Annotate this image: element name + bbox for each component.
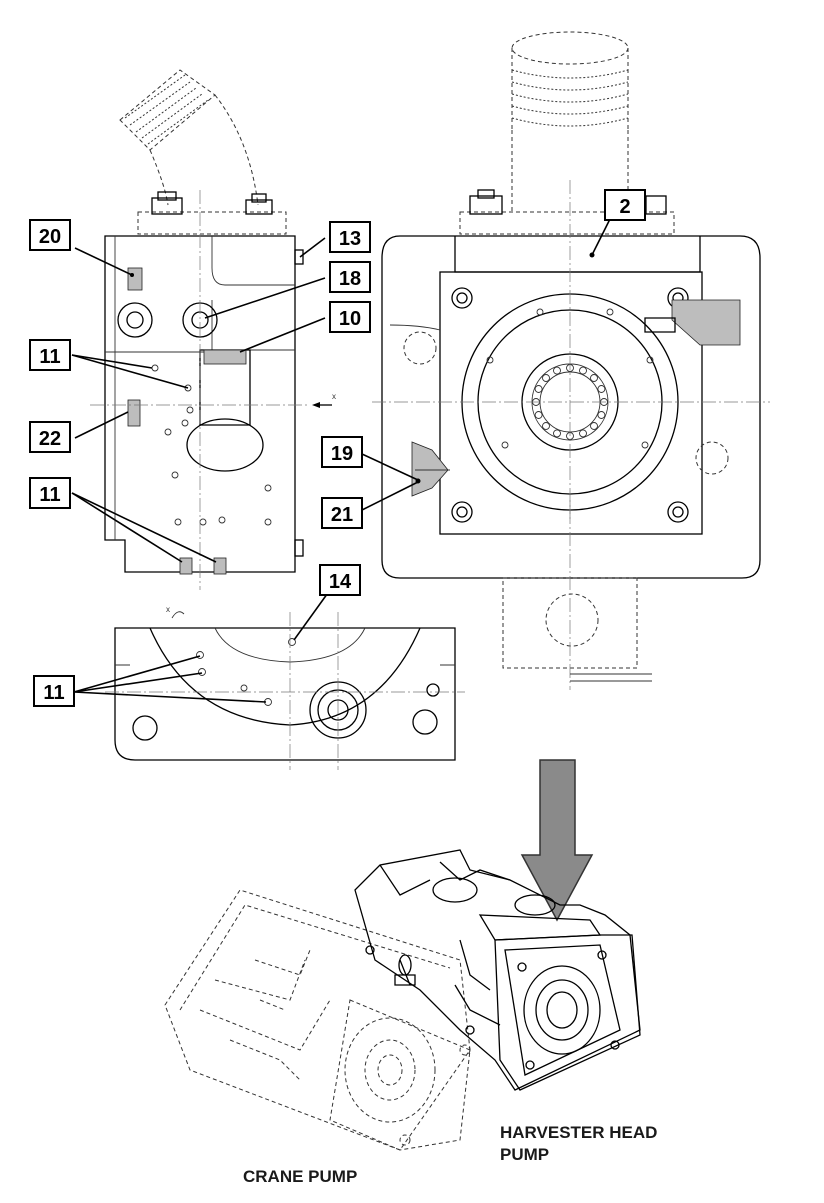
spline-tooth (590, 374, 598, 382)
axis-label-x-bottom: x (166, 605, 170, 614)
callout-19-label: 19 (331, 443, 353, 465)
callout-2-label: 2 (619, 196, 630, 218)
pump-body-front (381, 235, 761, 579)
crane-pump-dashed (164, 889, 471, 1151)
leader-lines (71, 214, 613, 703)
spline-tooth (534, 411, 543, 419)
callout-11-middle-label: 11 (39, 484, 60, 506)
callout-11-lower: 11 (33, 675, 75, 707)
down-arrow (520, 759, 594, 922)
callout-21-label: 21 (331, 504, 353, 526)
caption-harvester-line1: HARVESTER HEAD (500, 1123, 657, 1142)
callout-22-label: 22 (39, 428, 61, 450)
dashed-hose-side (119, 69, 259, 206)
callout-11-upper-label: 11 (39, 346, 60, 368)
callout-14-label: 14 (329, 571, 352, 593)
callout-19: 19 (321, 436, 363, 468)
spline-tooth (542, 374, 550, 382)
axis-label-x-side: x (332, 392, 336, 401)
callout-11-middle: 11 (29, 477, 71, 509)
callout-18: 18 (329, 261, 371, 293)
harvester-head-pump (354, 849, 641, 1091)
tiny-legend-marks (570, 673, 652, 682)
spline-tooth (597, 385, 606, 393)
spline-tooth (534, 385, 543, 393)
callout-14: 14 (319, 564, 361, 596)
dashed-tank-front (511, 31, 629, 212)
callout-10-label: 10 (339, 308, 361, 330)
spline-tooth (542, 422, 550, 430)
callout-13: 13 (329, 221, 371, 253)
callout-20: 20 (29, 219, 71, 251)
spline-tooth (597, 411, 606, 419)
callout-11-lower-label: 11 (43, 682, 64, 704)
callout-20-label: 20 (39, 226, 61, 248)
spline-tooth (553, 429, 561, 438)
callout-13-label: 13 (339, 228, 361, 250)
callout-18-label: 18 (339, 268, 361, 290)
callout-10: 10 (329, 301, 371, 333)
front-view (372, 31, 770, 690)
spline-tooth (590, 422, 598, 430)
pump-body-side (104, 235, 296, 573)
callout-2: 2 (604, 189, 646, 221)
caption-harvester-line2: PUMP (500, 1145, 549, 1164)
isometric-assembly (164, 849, 641, 1151)
callout-11-upper: 11 (29, 339, 71, 371)
callout-21: 21 (321, 497, 363, 529)
spline-tooth (579, 366, 587, 375)
spline-tooth (553, 366, 561, 375)
leader-dots (130, 252, 595, 484)
side-view: x (90, 69, 336, 590)
spline-tooth (579, 429, 587, 438)
caption-crane-pump: CRANE PUMP (243, 1167, 357, 1186)
top-flange-side (137, 211, 287, 235)
callout-22: 22 (29, 421, 71, 453)
bottom-view: x (105, 605, 465, 770)
